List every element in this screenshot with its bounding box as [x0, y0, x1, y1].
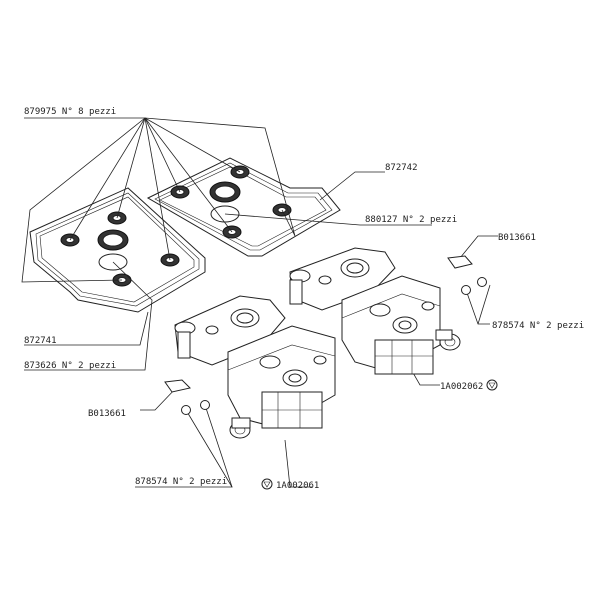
label-879975: 879975 N° 8 pezzi	[24, 107, 116, 117]
pump-head-1A002062	[289, 247, 487, 375]
label-1A002062: 1A002062	[440, 382, 483, 392]
part-symbol-icon	[261, 478, 273, 490]
oring-878574	[477, 277, 487, 287]
triangle-icon	[488, 382, 496, 389]
leader-lines	[21, 117, 498, 488]
oring-878574	[181, 405, 191, 415]
clip-B013661	[164, 379, 191, 393]
clip-B013661	[447, 255, 473, 269]
label-880127: 880127 N° 2 pezzi	[365, 215, 457, 225]
label-1A002061: 1A002061	[276, 481, 319, 491]
oring-878574	[200, 400, 210, 410]
triangle-icon	[263, 481, 271, 488]
part-symbol-icon	[486, 379, 498, 391]
label-872741: 872741	[24, 336, 57, 346]
pump-head-1A002061	[164, 295, 336, 439]
label-872742: 872742	[385, 163, 418, 173]
label-B013661-left: B013661	[88, 409, 126, 419]
label-873626: 873626 N° 2 pezzi	[24, 361, 116, 371]
label-B013661-right: B013661	[498, 233, 536, 243]
label-878574-right: 878574 N° 2 pezzi	[492, 321, 584, 331]
label-878574-left: 878574 N° 2 pezzi	[135, 477, 227, 487]
oring-878574	[461, 285, 471, 295]
